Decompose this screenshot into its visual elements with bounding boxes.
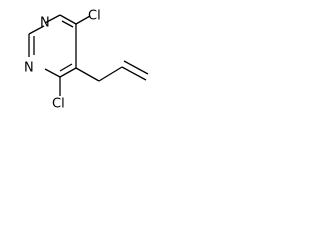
bond-c4-allyl-ch2 [75, 67, 100, 82]
bond-c6-c5-single [59, 14, 77, 25]
bond-n1-c6-single [44, 14, 61, 24]
chemical-structure: N N Cl Cl [24, 9, 149, 112]
atom-chlorine-top: Cl [88, 9, 101, 24]
bond-allyl-ch2-ch [98, 66, 123, 82]
bond-c6-c5-inner [61, 20, 74, 28]
bond-c3-n2-single [44, 68, 61, 78]
bond-c5-cl-top [75, 15, 91, 25]
atom-chlorine-bottom: Cl [52, 97, 65, 112]
atom-nitrogen-left: N [24, 61, 34, 76]
bond-allyl-ch-ch2-double [121, 66, 147, 81]
bond-c4-c3-single [59, 67, 77, 78]
bond-c4-c3-inner [59, 63, 73, 72]
bond-allyl-ch-ch2-double-inner [123, 60, 149, 75]
atom-nitrogen-top: N [40, 16, 50, 31]
bond-c2-n1-single [28, 25, 45, 35]
